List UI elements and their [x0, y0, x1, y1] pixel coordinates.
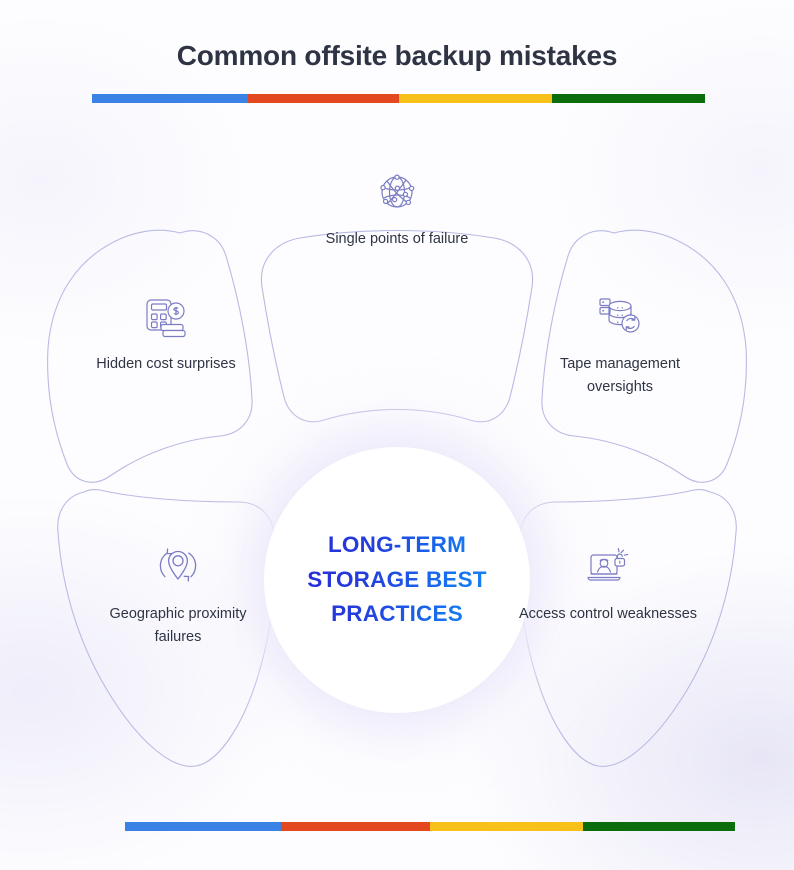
petal-item-geographic-proximity-failures[interactable]: Geographic proximity failures	[88, 545, 268, 650]
accent-segment-yellow	[398, 94, 552, 103]
petal-label: Tape management oversights	[559, 356, 681, 396]
network-globe-icon	[375, 170, 419, 214]
accent-segment-red	[280, 822, 430, 831]
petal-outline-bottom-left	[57, 489, 276, 767]
accent-segment-yellow	[430, 822, 583, 831]
location-pin-rotate-icon	[154, 545, 202, 589]
petal-outline-left	[47, 229, 253, 483]
database-refresh-icon	[597, 295, 643, 339]
petal-item-single-points-of-failure[interactable]: Single points of failure	[297, 170, 497, 251]
petal-outline-top	[260, 229, 534, 423]
petal-outline-bottom-right	[518, 489, 737, 767]
petal-item-tape-management-oversights[interactable]: Tape management oversights	[530, 295, 710, 400]
accent-bar-bottom	[125, 822, 735, 831]
accent-bar-top	[92, 94, 705, 103]
petal-outline-right	[541, 229, 747, 483]
laptop-user-unlock-icon	[584, 545, 632, 589]
petal-outlines	[47, 229, 747, 767]
calculator-money-icon	[143, 295, 189, 339]
petal-label: Access control weaknesses	[518, 606, 698, 622]
center-hub: LONG-TERM STORAGE BEST PRACTICES	[264, 447, 530, 713]
petal-item-hidden-cost-surprises[interactable]: Hidden cost surprises	[78, 295, 254, 376]
accent-segment-red	[248, 94, 399, 103]
petal-label: Geographic proximity failures	[109, 606, 247, 646]
accent-segment-blue	[92, 94, 249, 103]
petal-diagram: LONG-TERM STORAGE BEST PRACTICES	[0, 120, 794, 780]
page-title: Common offsite backup mistakes	[176, 40, 618, 71]
petal-item-access-control-weaknesses[interactable]: Access control weaknesses	[518, 545, 698, 626]
petal-label: Hidden cost surprises	[96, 356, 236, 372]
center-hub-title: LONG-TERM STORAGE BEST PRACTICES	[292, 528, 502, 633]
accent-segment-blue	[125, 822, 281, 831]
petal-label: Single points of failure	[325, 231, 469, 247]
accent-segment-green	[582, 822, 735, 831]
accent-segment-green	[551, 94, 705, 103]
